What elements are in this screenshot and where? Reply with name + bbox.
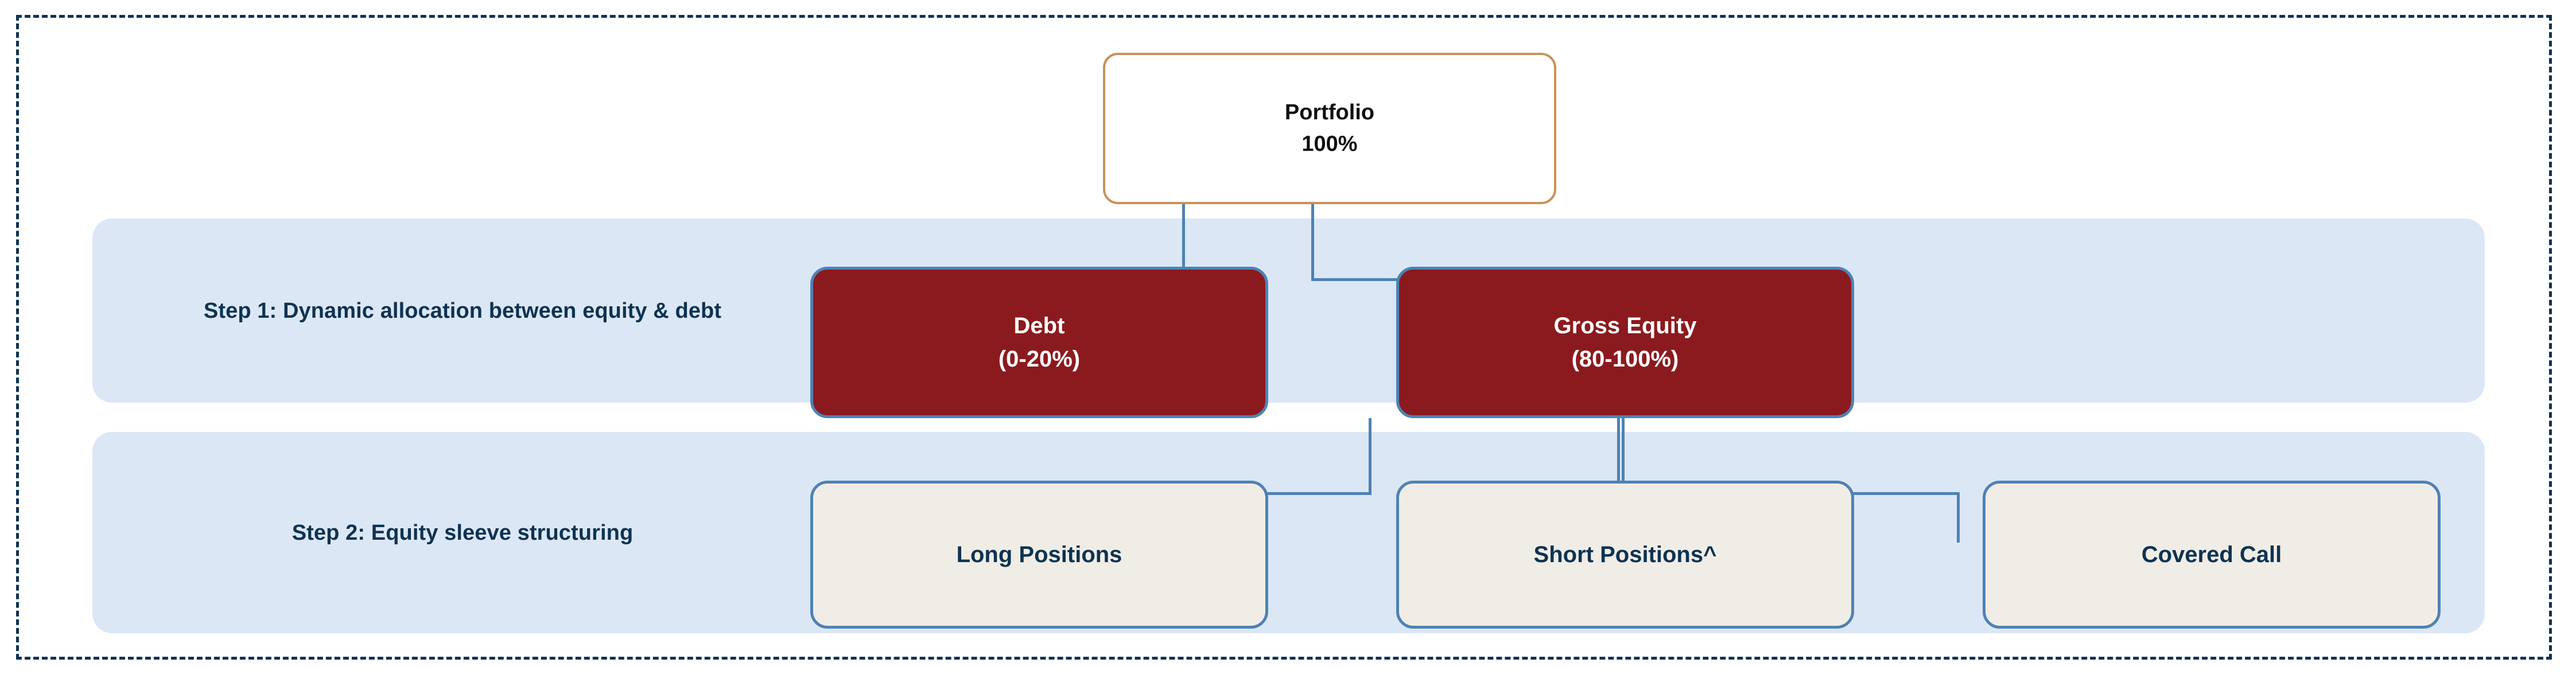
node-long-positions[interactable]: Long Positions — [810, 481, 1268, 629]
connector-equity-to-long-stub — [1369, 418, 1371, 495]
node-gross-equity-value: (80-100%) — [1571, 346, 1679, 372]
node-portfolio[interactable]: Portfolio 100% — [1103, 53, 1556, 204]
diagram-outer-dashed-border — [16, 15, 2552, 660]
node-covered-call-label: Covered Call — [2141, 542, 2282, 567]
node-gross-equity[interactable]: Gross Equity (80-100%) — [1396, 267, 1854, 418]
node-debt-label: Debt — [1013, 313, 1065, 338]
connector-portfolio-to-debt-stub — [1182, 204, 1185, 280]
node-long-positions-label: Long Positions — [956, 542, 1122, 567]
node-short-positions-label: Short Positions^ — [1533, 542, 1717, 567]
connector-portfolio-to-equity-stub — [1311, 204, 1314, 280]
step-1-band: Step 1: Dynamic allocation between equit… — [92, 219, 2485, 403]
node-debt-value: (0-20%) — [998, 346, 1081, 372]
step-1-label: Step 1: Dynamic allocation between equit… — [203, 298, 722, 323]
connector-equity-to-covered-stub — [1622, 418, 1625, 495]
node-debt[interactable]: Debt (0-20%) — [810, 267, 1268, 418]
node-portfolio-label: Portfolio — [1284, 100, 1375, 124]
connector-equity-to-short-stub — [1617, 418, 1620, 496]
node-covered-call[interactable]: Covered Call — [1983, 481, 2441, 629]
node-portfolio-value: 100% — [1301, 132, 1358, 156]
step-2-label: Step 2: Equity sleeve structuring — [292, 520, 634, 545]
node-short-positions[interactable]: Short Positions^ — [1396, 481, 1854, 629]
connector-equity-to-covered-drop — [1957, 492, 1960, 543]
node-gross-equity-label: Gross Equity — [1553, 313, 1697, 338]
